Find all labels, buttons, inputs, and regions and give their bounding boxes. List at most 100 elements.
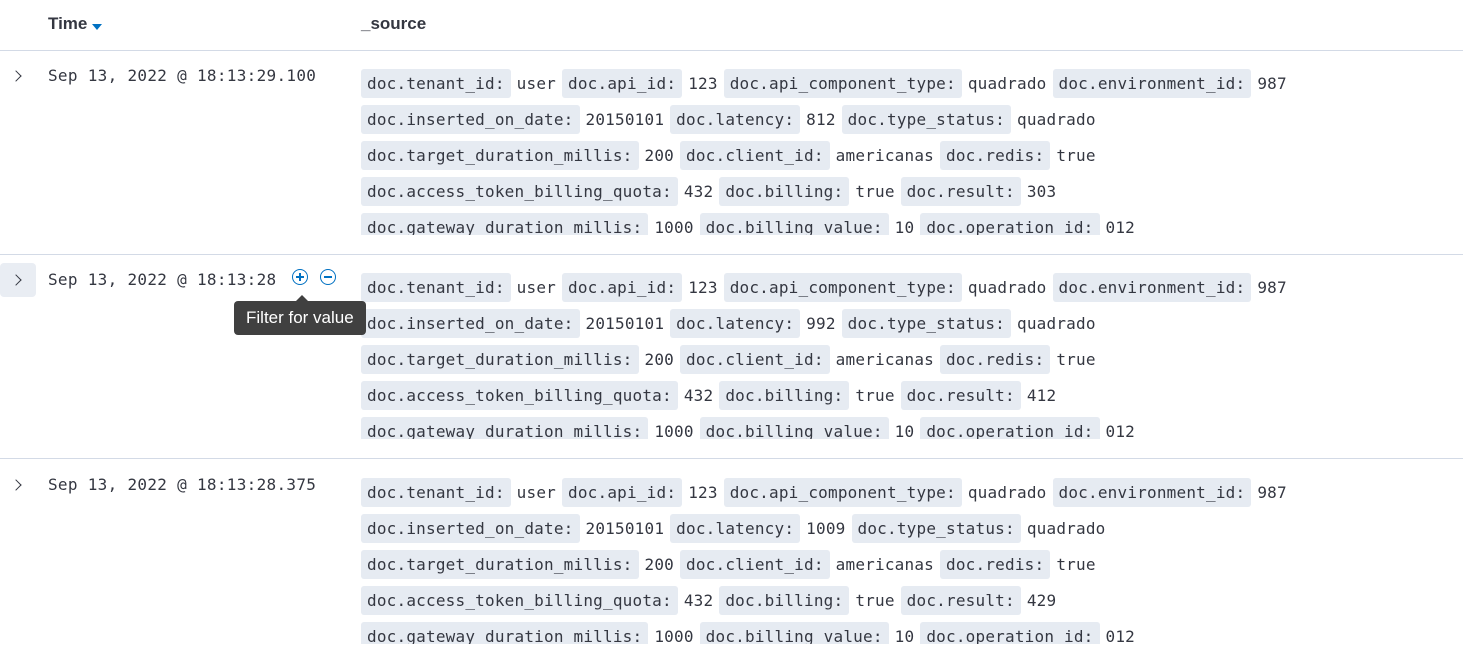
timestamp-cell: Sep 13, 2022 @ 18:13:28 (48, 270, 277, 289)
field-key: doc.billing: (719, 176, 850, 206)
field-key: doc.latency: (670, 308, 801, 338)
sort-descending-icon[interactable] (92, 23, 103, 30)
field-key: doc.result: (900, 585, 1021, 615)
field-key: doc.type_status: (841, 104, 1011, 134)
field-value: user (516, 73, 557, 93)
field-value: 432 (683, 385, 714, 405)
field-key: doc.access_token_billing_quota: (361, 585, 678, 615)
table-header: Time _source (0, 0, 1463, 51)
field-value: quadrado (967, 482, 1047, 502)
chevron-right-icon (10, 479, 22, 491)
field-key: doc.inserted_on_date: (361, 308, 580, 338)
source-column-header: _source (361, 14, 427, 33)
field-value: 812 (806, 109, 836, 129)
expand-row-button[interactable] (0, 59, 36, 93)
field-key: doc.type_status: (851, 513, 1021, 543)
field-value: 200 (644, 554, 674, 574)
source-line: doc.target_duration_millis:200 doc.client… (361, 546, 1441, 582)
expand-row-button[interactable] (0, 263, 36, 297)
field-value: 012 (1105, 626, 1136, 645)
expand-row-button[interactable] (0, 468, 36, 502)
field-value: 992 (806, 313, 836, 333)
field-key: doc.client_id: (680, 549, 830, 579)
field-value: 987 (1257, 482, 1287, 502)
field-key: doc.billing_value: (699, 212, 889, 235)
field-value: 012 (1105, 421, 1136, 440)
field-value: 123 (688, 482, 718, 502)
field-value: user (516, 277, 557, 297)
field-value: 412 (1026, 385, 1057, 405)
field-key: doc.tenant_id: (361, 272, 511, 302)
field-value: true (1056, 145, 1096, 165)
field-key: doc.inserted_on_date: (361, 104, 580, 134)
table-row: Sep 13, 2022 @ 18:13:29.100 doc.tenant_i… (0, 51, 1463, 255)
field-value: 303 (1026, 181, 1057, 201)
field-key: doc.client_id: (680, 140, 830, 170)
field-key: doc.result: (900, 380, 1021, 410)
field-value: 20150101 (585, 109, 665, 129)
field-value: 200 (644, 349, 674, 369)
field-key: doc.api_id: (562, 272, 683, 302)
filter-out-value-icon[interactable] (320, 269, 336, 285)
field-value: 432 (683, 181, 714, 201)
field-key: doc.api_component_type: (723, 272, 962, 302)
field-value: 10 (894, 421, 915, 440)
field-value: americanas (835, 145, 934, 165)
field-value: americanas (835, 349, 934, 369)
field-key: doc.api_component_type: (723, 68, 962, 98)
field-key: doc.target_duration_millis: (361, 549, 639, 579)
field-value: 012 (1105, 217, 1136, 236)
field-key: doc.gateway_duration_millis: (361, 621, 649, 644)
field-key: doc.billing_value: (699, 621, 889, 644)
field-value: quadrado (967, 277, 1047, 297)
field-key: doc.gateway_duration_millis: (361, 212, 649, 235)
source-line: doc.gateway_duration_millis: 1000 doc.bill… (361, 209, 1441, 235)
field-value: 432 (683, 590, 714, 610)
time-column-header[interactable]: Time (48, 14, 103, 34)
table-row: Sep 13, 2022 @ 18:13:28.375 doc.tenant_i… (0, 460, 1463, 662)
field-key: doc.api_id: (562, 477, 683, 507)
field-key: doc.operation_id: (920, 416, 1100, 439)
field-value: true (855, 385, 895, 405)
field-value: quadrado (1017, 313, 1096, 333)
field-value: quadrado (1026, 518, 1106, 538)
field-value: user (516, 482, 557, 502)
field-value: true (1056, 349, 1096, 369)
field-key: doc.redis: (940, 549, 1051, 579)
timestamp-cell: Sep 13, 2022 @ 18:13:28.375 (48, 475, 317, 494)
field-value: quadrado (967, 73, 1047, 93)
filter-for-value-icon[interactable] (292, 269, 308, 285)
field-value: 987 (1257, 277, 1287, 297)
field-value: 429 (1026, 590, 1057, 610)
field-key: doc.billing_value: (699, 416, 889, 439)
field-key: doc.inserted_on_date: (361, 513, 580, 543)
time-column-label[interactable]: Time (48, 14, 88, 33)
field-value: quadrado (1017, 109, 1096, 129)
field-value: 123 (688, 277, 718, 297)
field-key: doc.latency: (670, 513, 801, 543)
field-key: doc.operation_id: (920, 212, 1100, 235)
field-value: 200 (644, 145, 674, 165)
field-value: 1000 (654, 217, 694, 236)
field-value: 20150101 (585, 313, 665, 333)
field-key: doc.api_component_type: (723, 477, 962, 507)
field-value: true (855, 181, 895, 201)
field-value: americanas (835, 554, 934, 574)
field-value: 10 (894, 626, 915, 645)
field-value: 1000 (654, 421, 694, 440)
field-key: doc.environment_id: (1052, 68, 1252, 98)
timestamp-cell: Sep 13, 2022 @ 18:13:29.100 (48, 66, 317, 85)
